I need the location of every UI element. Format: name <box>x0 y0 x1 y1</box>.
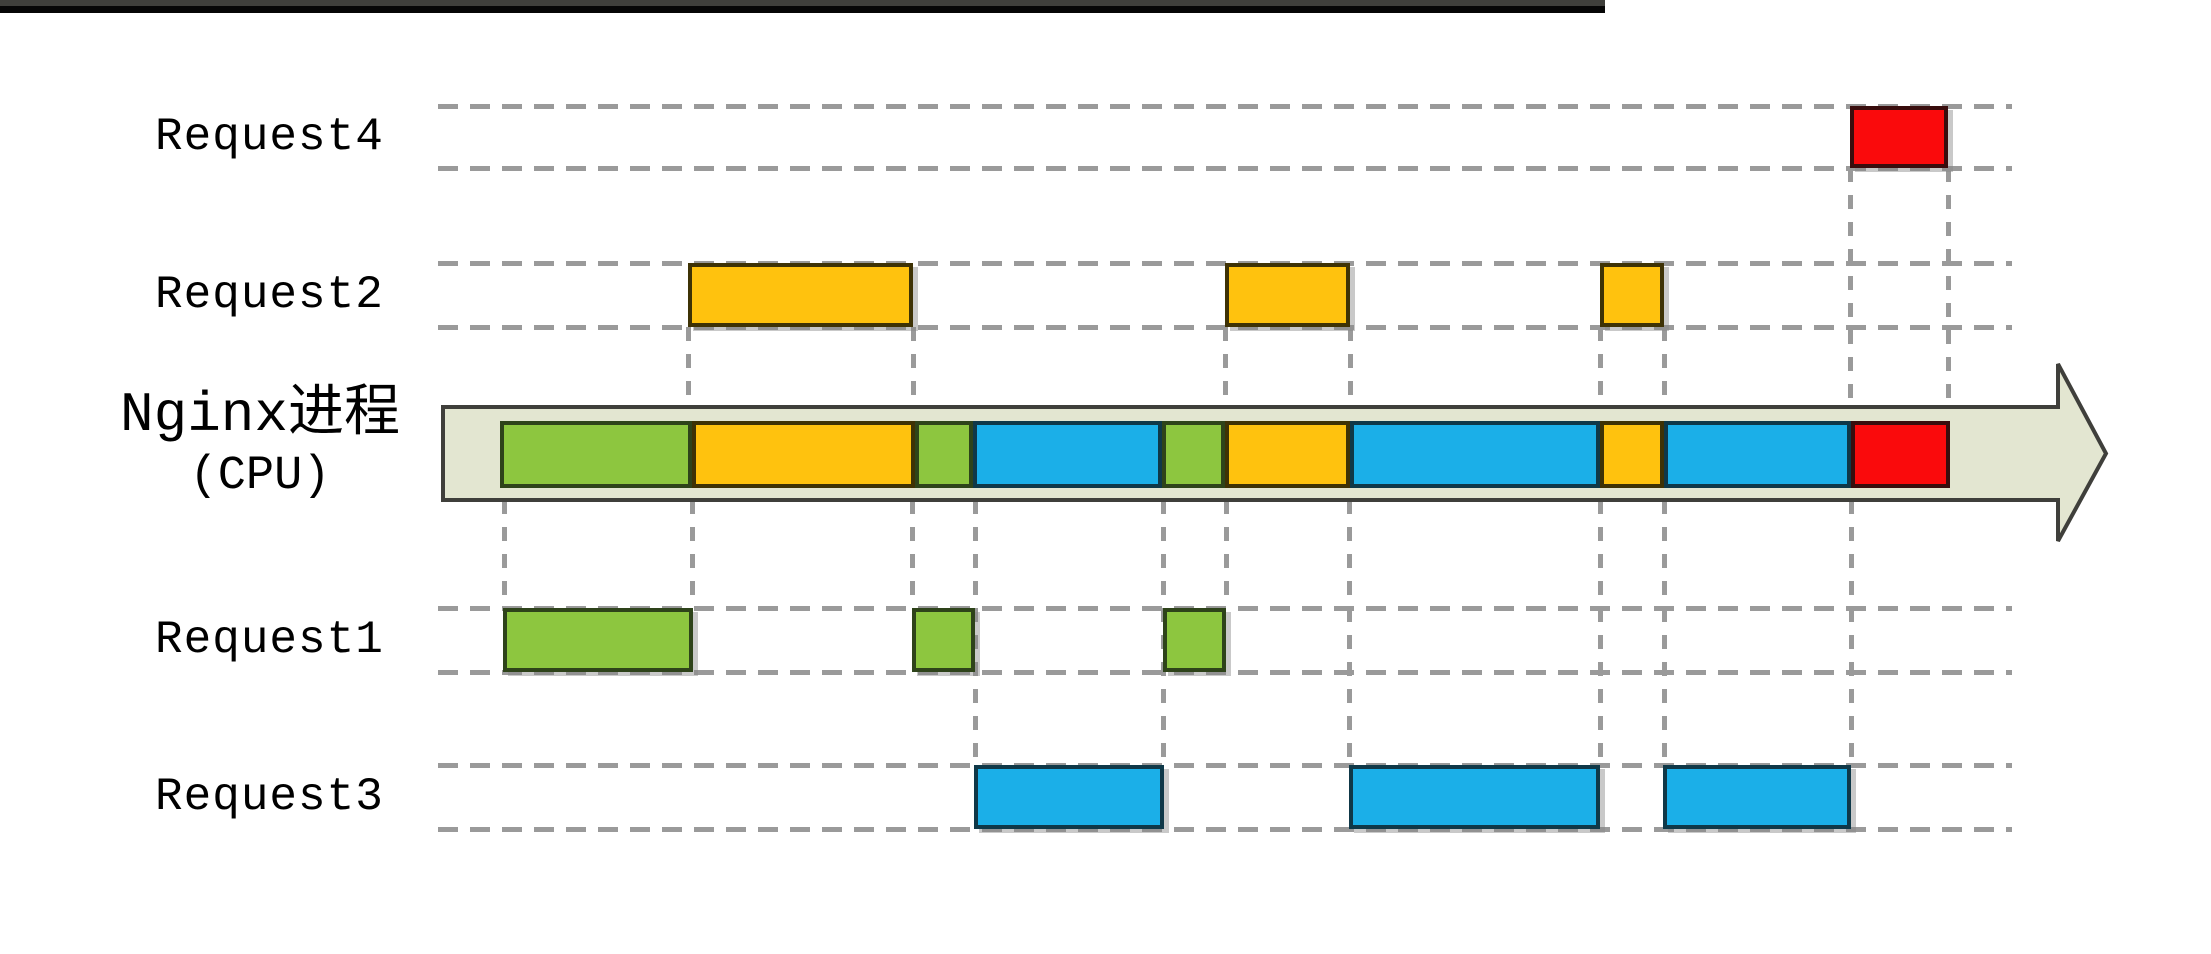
block-edge-connector <box>1598 327 1603 407</box>
request1-cpu-burst-block <box>1163 608 1226 672</box>
request2-cpu-burst-block <box>688 263 913 327</box>
request1-cpu-burst-block <box>912 608 975 672</box>
block-edge-connector <box>1598 500 1603 765</box>
cpu-arrow-bottom-border <box>0 6 1605 13</box>
block-edge-connector <box>1347 500 1352 765</box>
row-gridline-request1 <box>438 670 2012 675</box>
block-edge-connector <box>1946 168 1951 407</box>
block-edge-connector <box>690 500 695 608</box>
row-label-request4: Request4 <box>155 111 384 163</box>
block-edge-connector <box>910 500 915 608</box>
request2-cpu-burst-block <box>1600 263 1664 327</box>
row-gridline-request4 <box>438 166 2012 171</box>
block-edge-connector <box>1848 168 1853 407</box>
cpu-process-label-line1: Nginx进程 <box>119 383 401 447</box>
cpu-process-label: Nginx进程 (CPU) <box>50 382 470 506</box>
row-label-request2: Request2 <box>155 269 384 321</box>
request4-cpu-burst-block <box>1850 106 1948 168</box>
request3-cpu-burst-block <box>1349 765 1600 829</box>
block-edge-connector <box>1662 500 1667 765</box>
row-gridline-request4 <box>438 104 2012 109</box>
block-edge-connector <box>1348 327 1353 407</box>
block-edge-connector <box>911 327 916 407</box>
cpu-segment-request2 <box>692 421 915 488</box>
request3-cpu-burst-block <box>974 765 1164 829</box>
cpu-segment-request1 <box>500 421 692 488</box>
block-edge-connector <box>1662 327 1667 407</box>
cpu-segment-request1 <box>1162 421 1225 488</box>
block-edge-connector <box>973 500 978 765</box>
block-edge-connector <box>1224 500 1229 608</box>
cpu-segment-request2 <box>1225 421 1350 488</box>
row-label-request3: Request3 <box>155 771 384 823</box>
cpu-segment-request1 <box>915 421 973 488</box>
block-edge-connector <box>502 500 507 608</box>
request3-cpu-burst-block <box>1663 765 1851 829</box>
row-label-request1: Request1 <box>155 614 384 666</box>
cpu-segment-request3 <box>973 421 1162 488</box>
block-edge-connector <box>1849 500 1854 765</box>
cpu-segment-request4 <box>1851 421 1950 488</box>
row-gridline-request3 <box>438 827 2012 832</box>
cpu-segment-request3 <box>1664 421 1851 488</box>
request2-cpu-burst-block <box>1225 263 1350 327</box>
row-gridline-request3 <box>438 763 2012 768</box>
block-edge-connector <box>686 327 691 407</box>
block-edge-connector <box>1223 327 1228 407</box>
request1-cpu-burst-block <box>503 608 693 672</box>
cpu-arrow-top-border <box>0 0 1605 6</box>
cpu-segment-request2 <box>1600 421 1664 488</box>
cpu-segment-request3 <box>1350 421 1600 488</box>
cpu-process-label-line2: (CPU) <box>189 450 331 503</box>
